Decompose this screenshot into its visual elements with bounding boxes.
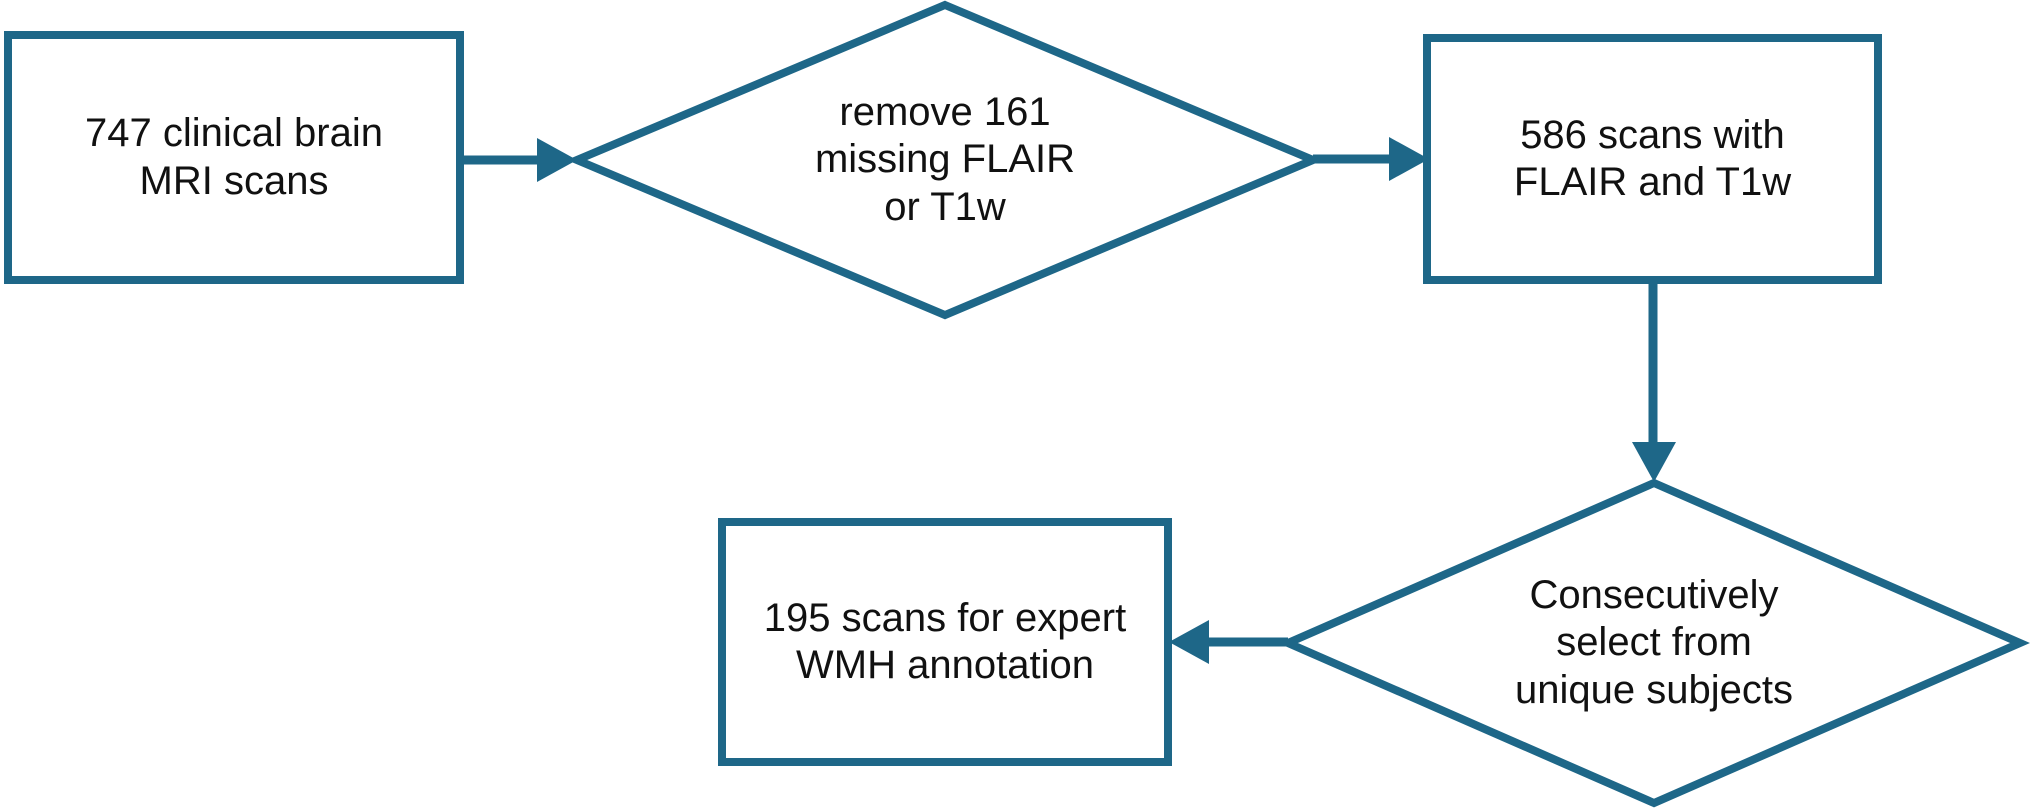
arrow-747-to-remove <box>460 138 577 182</box>
arrow-select-to-195 <box>1169 620 1288 664</box>
decision-diamond-select-unique <box>1278 478 2030 808</box>
arrow-586-to-select <box>1632 281 1676 482</box>
decision-diamond-remove-missing <box>566 0 1324 320</box>
process-box-586-scans <box>1423 34 1882 284</box>
arrow-remove-to-586 <box>1313 137 1429 181</box>
process-box-195-scans <box>718 518 1172 766</box>
process-box-747-scans <box>4 31 464 284</box>
